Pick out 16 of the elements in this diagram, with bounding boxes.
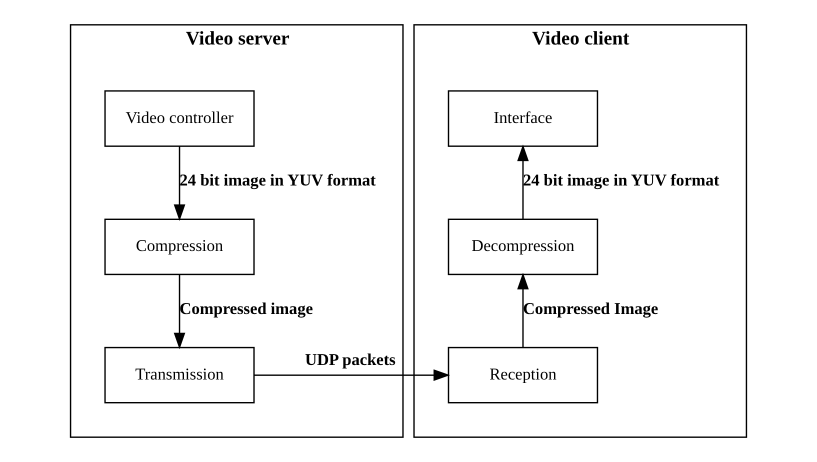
node-box: Interface: [448, 90, 598, 147]
node-box: Compression: [104, 218, 255, 276]
edge-label: UDP packets: [305, 350, 396, 369]
arrow: [254, 369, 450, 381]
node-box: Transmission: [104, 346, 255, 404]
arrow: [174, 146, 186, 221]
arrow: [174, 274, 186, 350]
edge-label: 24 bit image in YUV format: [522, 170, 720, 190]
arrow: [517, 272, 529, 348]
edge-label: Compressed Image: [522, 298, 658, 318]
edge-label: 24 bit image in YUV format: [180, 170, 376, 190]
node-box: Video controller: [104, 90, 255, 147]
edge-label: Compressed image: [180, 298, 313, 318]
node-box: Decompression: [448, 218, 598, 276]
node-box: Reception: [448, 346, 598, 404]
arrow: [517, 144, 529, 219]
